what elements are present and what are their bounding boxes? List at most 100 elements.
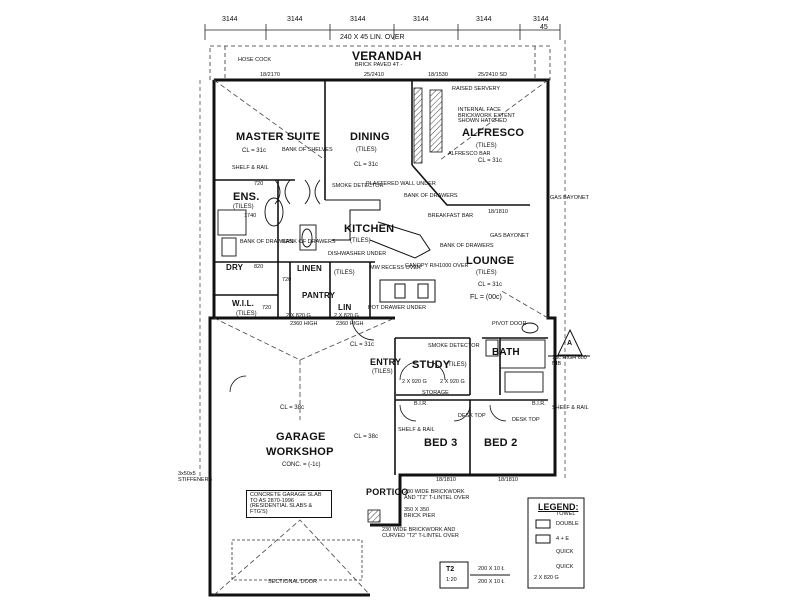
room-garage: GARAGE xyxy=(276,431,326,443)
note-alfresco-bar: ALFRESCO BAR xyxy=(448,151,491,157)
wet-area-fixtures xyxy=(217,197,546,393)
lounge-floor-level: FL = (00c) xyxy=(470,294,502,301)
wardrobe-doors xyxy=(274,179,321,205)
dim-verandah-4: 25/2410 SD xyxy=(478,72,508,78)
scale-label: T2 xyxy=(446,566,455,573)
entry-finish: (TILES) xyxy=(372,369,393,375)
note-bir-bed2: B.I.R. xyxy=(532,401,546,407)
section-marker-label: A xyxy=(567,340,573,347)
dim-alfresco: 18/1810 xyxy=(488,209,508,215)
note-bank-drawers-2: BANK OF DRAWERS xyxy=(440,243,494,249)
note-desk-top-bed2: DESK TOP xyxy=(512,417,540,423)
room-workshop: WORKSHOP xyxy=(266,446,334,458)
note-stiffeners: 3x50x5 STIFFENERS xyxy=(178,471,213,483)
note-smoke-detector-dining: SMOKE DETECTOR xyxy=(332,183,384,189)
top-dimension-line xyxy=(204,24,561,40)
pantry-finish: (TILES) xyxy=(334,270,355,276)
alfresco-ceiling: CL = 31c xyxy=(478,158,502,164)
kitchen-bench xyxy=(325,199,436,303)
legend-item-1: TOWEL xyxy=(556,511,576,517)
door-swings xyxy=(229,317,507,422)
dim-verandah-3: 18/1530 xyxy=(428,72,448,78)
alfresco-finish: (TILES) xyxy=(476,143,497,149)
note-door-2x820-b: 2 X 820 G xyxy=(334,313,359,319)
study-finish: (TILES) xyxy=(446,362,467,368)
portico-pier xyxy=(367,509,381,523)
roof-hip-lines xyxy=(213,79,549,596)
room-dry: DRY xyxy=(226,263,244,272)
room-bath: BATH xyxy=(492,347,520,358)
note-bank-drawers-1: BANK OF DRAWERS xyxy=(404,193,458,199)
note-slab: CONCRETE GARAGE SLAB TO AS 2870-1996 (RE… xyxy=(246,490,332,518)
lounge-finish: (TILES) xyxy=(476,270,497,276)
portico-ceiling: CL = 38c xyxy=(354,434,378,440)
garage-ceiling: CL = 38c xyxy=(280,405,304,411)
dim-top-5: 3144 xyxy=(476,16,492,23)
legend-item-5: QUICK xyxy=(556,564,574,570)
right-dimension-guides xyxy=(199,40,566,480)
ensuite-finish: (TILES) xyxy=(233,204,254,210)
room-lounge: LOUNGE xyxy=(466,255,515,267)
note-shelf-rail-bed3: SHELF & RAIL xyxy=(398,427,435,433)
room-linen: LINEN xyxy=(297,264,322,273)
dim-top-right: 45 xyxy=(540,24,548,31)
dim-top-3: 3144 xyxy=(350,16,366,23)
dim-820-dry: 820 xyxy=(254,264,264,270)
legend-title: LEGEND: xyxy=(538,502,579,512)
note-bank-drawers-3: BANK OF DRAWERS xyxy=(282,239,336,245)
note-brickwork-2: 230 WIDE BRICKWORK AND CURVED "T2" T-LIN… xyxy=(382,527,459,539)
room-entry: ENTRY xyxy=(370,357,402,367)
note-bank-drawers-ens: BANK OF DRAWERS xyxy=(240,239,294,245)
overall-dimension: 240 X 45 LIN. OVER xyxy=(340,34,405,41)
verandah-outline xyxy=(209,45,551,81)
dim-top-1: 3144 xyxy=(222,16,238,23)
garage-conc: CONC. = (-1c) xyxy=(282,462,321,468)
note-plastered-wall: PLASTERED WALL UNDER xyxy=(366,181,436,187)
note-shelf-rail-master: SHELF & RAIL xyxy=(232,165,269,171)
note-hat-600: 13c HIGH 600 NIB xyxy=(552,355,587,367)
dining-finish: (TILES) xyxy=(356,147,377,153)
note-hose-cock: HOSE COCK xyxy=(238,57,272,63)
outer-walls xyxy=(208,78,557,597)
dim-720-master: 720 xyxy=(254,181,264,187)
room-portico: PORTICO xyxy=(366,487,409,497)
note-door-study-2: 2 X 920 G xyxy=(440,379,465,385)
dim-top-4: 3144 xyxy=(413,16,429,23)
note-smoke-detector-study: SMOKE DETECTOR xyxy=(428,343,480,349)
garage-door-line xyxy=(231,539,363,581)
room-bed3: BED 3 xyxy=(424,437,458,449)
legend-item-6: 2 X 820 G xyxy=(534,575,559,581)
scale-dim-2: 200 X 10 Ł xyxy=(478,579,505,585)
legend-item-2: DOUBLE xyxy=(556,521,579,527)
dim-bed3-bottom: 18/1810 xyxy=(436,477,456,483)
note-mw-recess: MW RECESS OVER xyxy=(370,265,422,271)
room-alfresco: ALFRESCO xyxy=(462,127,525,139)
note-dishwasher: DISHWASHER UNDER xyxy=(328,251,387,257)
lounge-ceiling: CL = 31c xyxy=(478,282,502,288)
section-marker xyxy=(548,328,590,357)
note-shelf-rail-bed2: SHELF & RAIL xyxy=(552,405,589,411)
note-door-study-1: 2 X 920 G xyxy=(402,379,427,385)
note-gas-bayonet-1: GAS BAYONET xyxy=(550,195,590,201)
note-breakfast-bar: BREAKFAST BAR xyxy=(428,213,474,219)
room-ensuite: ENS. xyxy=(233,191,260,203)
dim-720-wil: 720 xyxy=(262,305,272,311)
scale-box xyxy=(439,561,510,589)
room-dining: DINING xyxy=(350,131,390,143)
entry-ceiling: CL = 31c xyxy=(350,342,374,348)
note-internal-face: INTERNAL FACE BRICKWORK EXTENT SHOWN HAT… xyxy=(458,107,516,124)
note-door-2x820: 2 X 820 G xyxy=(286,313,311,319)
note-raised-servery: RAISED SERVERY xyxy=(452,86,501,92)
kitchen-finish: (TILES) xyxy=(350,238,371,244)
note-height-2360-1: 2360 HIGH xyxy=(290,321,318,327)
note-bir-bed3: B.I.R. xyxy=(414,401,428,407)
dim-bed2-bottom: 18/1810 xyxy=(498,477,518,483)
legend-box xyxy=(527,497,585,589)
note-brick-pier: 350 X 350 BRICK PIER xyxy=(404,507,436,519)
scale-ratio: 1:20 xyxy=(446,577,457,583)
note-pivot-door: PIVOT DOOR xyxy=(492,321,527,327)
room-verandah: VERANDAH xyxy=(352,49,422,63)
verandah-note: BRICK PAVED 4T - xyxy=(355,62,403,68)
dining-ceiling: CL = 31c xyxy=(354,162,378,168)
room-lin: LIN xyxy=(338,303,352,312)
